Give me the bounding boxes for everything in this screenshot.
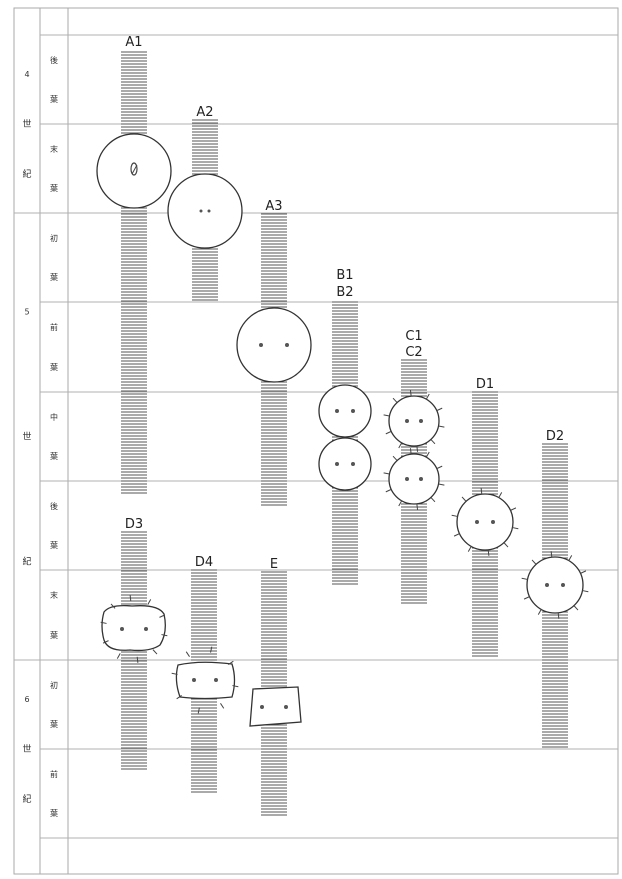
eye-dot — [144, 627, 148, 631]
century-label-mid: 世 — [22, 743, 31, 755]
type-label-b1: B1 — [336, 268, 353, 283]
type-label-a2: A2 — [196, 105, 213, 120]
eye-dot — [259, 343, 263, 347]
period-label: 前 — [50, 322, 58, 332]
eye-dot — [284, 705, 288, 709]
period-label: 葉 — [50, 451, 58, 461]
century-label-end: 紀 — [22, 793, 31, 805]
period-label: 前 — [50, 769, 58, 779]
type-shapes — [96, 133, 589, 727]
shape-D1 — [451, 488, 519, 556]
type-label-e: E — [270, 557, 278, 572]
type-label-d1: D1 — [476, 377, 494, 392]
eye-dot — [260, 705, 264, 709]
type-label-b2: B2 — [336, 285, 353, 300]
shape-E — [249, 686, 302, 727]
duration-bar — [542, 443, 568, 748]
century-label-digit: 5 — [24, 307, 29, 316]
century-label-mid: 世 — [22, 431, 31, 443]
eye-dot — [207, 209, 211, 213]
shape-D4 — [171, 646, 239, 714]
eye-dot — [351, 409, 355, 413]
eye-dot — [199, 209, 203, 213]
eye-dot — [285, 343, 289, 347]
type-label-c2: C2 — [405, 345, 422, 360]
eye-dot — [405, 419, 409, 423]
period-label: 葉 — [50, 719, 58, 729]
type-label-a3: A3 — [265, 199, 282, 214]
period-label: 末 — [50, 144, 58, 154]
period-label: 初 — [50, 680, 58, 690]
shape-D3 — [100, 595, 168, 663]
eye-dot — [120, 627, 124, 631]
type-label-d4: D4 — [195, 555, 213, 570]
type-label-a1: A1 — [125, 35, 142, 50]
shape-B2 — [318, 437, 372, 491]
period-label: 葉 — [50, 183, 58, 193]
type-label-c1: C1 — [405, 329, 422, 344]
century-label-digit: 4 — [24, 70, 29, 79]
type-label-d3: D3 — [125, 517, 143, 532]
shape-B1 — [318, 384, 372, 438]
table-frame — [13, 7, 619, 875]
eye-dot — [561, 583, 565, 587]
shape-C2 — [383, 448, 445, 510]
century-label-digit: 6 — [24, 695, 29, 704]
century-label-end: 紀 — [22, 168, 31, 180]
eye-dot — [335, 409, 339, 413]
eye-dot — [351, 462, 355, 466]
shape-C1 — [383, 390, 445, 452]
period-label: 葉 — [50, 272, 58, 282]
period-label: 葉 — [50, 630, 58, 640]
shape-A1 — [96, 133, 172, 209]
period-label: 葉 — [50, 808, 58, 818]
eye-dot — [419, 477, 423, 481]
eye-dot — [192, 678, 196, 682]
shape-A3 — [236, 307, 312, 383]
period-label: 初 — [50, 233, 58, 243]
period-label: 葉 — [50, 94, 58, 104]
type-label-d2: D2 — [546, 429, 564, 444]
shape-A2 — [167, 173, 243, 249]
eye-dot — [491, 520, 495, 524]
eye-dot — [214, 678, 218, 682]
period-label: 末 — [50, 590, 58, 600]
period-label: 後 — [50, 55, 58, 65]
eye-dot — [545, 583, 549, 587]
shape-D2 — [521, 551, 589, 619]
eye-dot — [335, 462, 339, 466]
outer-border — [13, 7, 619, 875]
eye-dot — [405, 477, 409, 481]
eye-dot — [475, 520, 479, 524]
period-label: 後 — [50, 501, 58, 511]
period-label: 中 — [50, 412, 58, 422]
period-label: 葉 — [50, 362, 58, 372]
eye-dot — [419, 419, 423, 423]
century-label-end: 紀 — [22, 556, 31, 568]
century-label-mid: 世 — [22, 118, 31, 130]
duration-bar — [121, 51, 147, 494]
period-label: 葉 — [50, 540, 58, 550]
